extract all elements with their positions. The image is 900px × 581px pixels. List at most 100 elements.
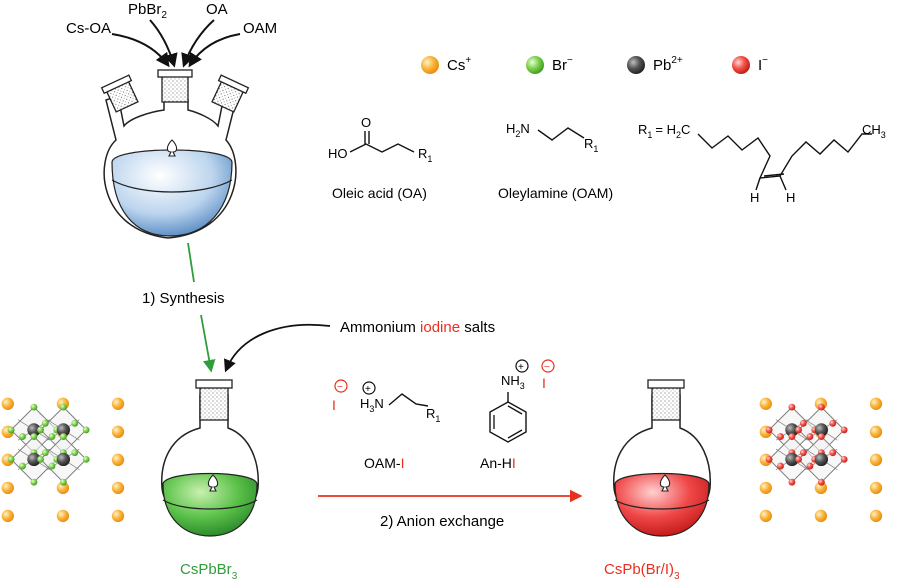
product-start-label: CsPbBr3 bbox=[180, 561, 238, 581]
halide-atom bbox=[7, 455, 15, 463]
synthesis-arrow-top bbox=[187, 242, 195, 283]
pb-ion-icon bbox=[627, 56, 645, 74]
halide-atom bbox=[7, 426, 15, 434]
legend-cs-label: Cs+ bbox=[447, 55, 471, 74]
cs-atom bbox=[814, 509, 828, 523]
halide-atom bbox=[840, 426, 848, 434]
cs-atom bbox=[1, 509, 14, 523]
cs-atom bbox=[869, 509, 883, 523]
cs-ion-icon bbox=[421, 56, 439, 74]
svg-text:HO: HO bbox=[328, 146, 348, 161]
stir-bar-icon bbox=[207, 474, 219, 492]
pb-atom bbox=[56, 423, 71, 437]
oleylamine-structure: H2N R1 bbox=[506, 121, 598, 154]
arrow-oa bbox=[181, 19, 215, 68]
arrow-oam bbox=[188, 33, 241, 68]
pb-atom bbox=[785, 423, 799, 437]
cs-atom bbox=[111, 481, 125, 495]
svg-text:NH3: NH3 bbox=[501, 373, 525, 391]
halide-atom bbox=[71, 449, 79, 457]
halide-atom bbox=[19, 462, 26, 470]
halide-atom bbox=[806, 433, 814, 440]
synthesis-arrow-bottom bbox=[200, 314, 216, 373]
cs-atom bbox=[869, 425, 883, 438]
red-flask bbox=[613, 379, 711, 537]
cs-atom bbox=[759, 481, 772, 495]
oam-i-structure: − I + H3N R1 bbox=[332, 379, 440, 424]
cs-atom bbox=[1, 481, 14, 495]
pb-atom bbox=[27, 423, 41, 437]
svg-text:H3N: H3N bbox=[360, 396, 384, 414]
halide-atom bbox=[765, 455, 773, 463]
cs-atom bbox=[869, 397, 883, 410]
halide-atom bbox=[37, 426, 44, 434]
pb-atom bbox=[56, 452, 71, 467]
cs-atom bbox=[111, 453, 125, 467]
synthesis-step-label: 1) Synthesis bbox=[142, 290, 225, 307]
cs-atom bbox=[111, 397, 125, 410]
svg-text:R1: R1 bbox=[418, 146, 432, 164]
halide-atom bbox=[19, 433, 26, 440]
cs-atom bbox=[759, 509, 772, 523]
halide-atom bbox=[82, 426, 90, 434]
halide-atom bbox=[48, 433, 56, 440]
halide-atom bbox=[37, 455, 44, 463]
halide-atom bbox=[788, 403, 796, 411]
cs-atom bbox=[56, 481, 70, 495]
i-ion-icon bbox=[732, 56, 750, 74]
svg-text:R1: R1 bbox=[426, 406, 440, 424]
halide-atom bbox=[59, 478, 67, 486]
br-ion-icon bbox=[526, 56, 544, 74]
halide-atom bbox=[817, 478, 825, 486]
cs-atom bbox=[869, 481, 883, 495]
three-neck-flask bbox=[100, 69, 250, 239]
arrow-cs-oa bbox=[111, 33, 170, 68]
halide-atom bbox=[30, 478, 38, 486]
halide-atom bbox=[48, 462, 56, 470]
halide-atom bbox=[30, 433, 38, 440]
halide-atom bbox=[817, 403, 825, 411]
halide-atom bbox=[788, 478, 796, 486]
green-flask bbox=[161, 379, 259, 537]
an-hi-label: An-HI bbox=[480, 455, 516, 471]
reagent-cs-oa: Cs-OA bbox=[66, 20, 111, 37]
halide-atom bbox=[829, 449, 837, 457]
arrow-pbbr2 bbox=[149, 19, 178, 68]
oleylamine-caption: Oleylamine (OAM) bbox=[498, 185, 613, 201]
legend-i-label: I− bbox=[758, 55, 768, 74]
ion-legend: Cs+ Br− Pb2+ I− bbox=[421, 55, 768, 74]
cs-atom bbox=[814, 481, 828, 495]
halide-atom bbox=[799, 449, 807, 457]
anion-exchange-label: 2) Anion exchange bbox=[380, 513, 504, 530]
svg-text:H2N: H2N bbox=[506, 121, 530, 139]
halide-atom bbox=[59, 403, 67, 411]
halide-atom bbox=[765, 426, 773, 434]
halide-atom bbox=[82, 455, 90, 463]
ammonium-salts-label: Ammonium iodine salts bbox=[340, 319, 495, 336]
product-end-label: CsPb(Br/I)3 bbox=[604, 561, 680, 581]
halide-atom bbox=[30, 403, 38, 411]
halide-atom bbox=[59, 433, 67, 440]
halide-atom bbox=[840, 455, 848, 463]
cs-atom bbox=[111, 425, 125, 438]
halide-atom bbox=[795, 455, 802, 463]
halide-atom bbox=[829, 419, 837, 427]
cs-atom bbox=[56, 509, 70, 523]
cs-atom bbox=[759, 397, 772, 410]
legend-pb-label: Pb2+ bbox=[653, 55, 683, 74]
halide-atom bbox=[41, 449, 49, 457]
svg-text:O: O bbox=[361, 115, 371, 130]
pb-atom bbox=[785, 452, 799, 467]
cspbbr3-lattice bbox=[1, 397, 125, 523]
halide-atom bbox=[806, 462, 814, 470]
pb-atom bbox=[27, 452, 41, 467]
pb-atom bbox=[814, 423, 829, 437]
svg-text:H: H bbox=[750, 190, 759, 205]
stir-bar-icon bbox=[166, 139, 178, 157]
halide-atom bbox=[817, 433, 825, 440]
r1-definition-structure: R1= H2C H H CH3 bbox=[638, 122, 886, 205]
svg-text:H: H bbox=[786, 190, 795, 205]
pb-atom bbox=[814, 452, 829, 467]
oleic-acid-caption: Oleic acid (OA) bbox=[332, 185, 427, 201]
